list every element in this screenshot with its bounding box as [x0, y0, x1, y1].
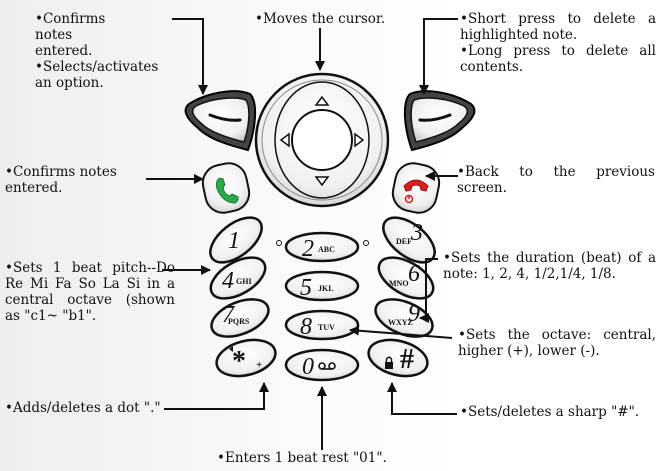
- key-1-label: 1: [228, 228, 240, 254]
- zero-key-note-text: •Enters 1 beat rest "01".: [217, 450, 387, 466]
- hash-key[interactable]: #: [365, 334, 431, 382]
- separator-dot: [276, 240, 282, 246]
- key-2-label: 2: [302, 236, 314, 262]
- right-soft-key[interactable]: [404, 90, 476, 152]
- star-key[interactable]: * +: [213, 334, 279, 382]
- hash-key-note: •Sets/deletes a sharp "#".: [460, 404, 656, 420]
- keys-3-6-9-note-text: •Sets the duration (beat) of a note: 1, …: [443, 250, 656, 282]
- arrow-left-soft-key: [172, 18, 208, 95]
- send-call-icon: [215, 177, 239, 204]
- key-6[interactable]: 6 MNO: [372, 249, 440, 307]
- send-key-note-text: •Confirms notes entered.: [5, 164, 117, 196]
- key-6-letters: MNO: [389, 279, 409, 288]
- keys-3-6-9-note: •Sets the duration (beat) of a note: 1, …: [443, 250, 656, 282]
- key-3[interactable]: 3 DEF: [376, 209, 443, 271]
- key-7-letters: PQRS: [228, 317, 250, 326]
- right-soft-key-note-line1: •Short press to delete a highlighted not…: [460, 11, 656, 43]
- lock-icon: [385, 356, 393, 369]
- zero-key-note: •Enters 1 beat rest "01".: [217, 450, 437, 466]
- nav-key-note-text: •Moves the cursor.: [255, 11, 386, 27]
- right-soft-key-note: •Short press to delete a highlighted not…: [460, 11, 656, 75]
- arrow-key-8: [349, 325, 453, 339]
- leader-lines: [146, 18, 458, 450]
- star-key-plus: +: [256, 359, 262, 371]
- key-4-letters: GHI: [236, 277, 252, 286]
- key-4-label: 4: [222, 268, 234, 294]
- key-6-label: 6: [408, 261, 420, 287]
- nav-key[interactable]: [254, 72, 390, 208]
- nav-right-icon: [354, 132, 365, 148]
- key-8[interactable]: 8 TUV: [284, 309, 360, 341]
- key-2[interactable]: 2 ABC: [284, 231, 360, 263]
- hash-key-note-text: •Sets/deletes a sharp "#".: [460, 404, 640, 420]
- key-7[interactable]: 7 PQRS: [206, 292, 274, 344]
- key-8-note-text: •Sets the octave: central, higher (+), l…: [458, 327, 656, 359]
- arrow-right-soft-key: [419, 18, 458, 95]
- voicemail-icon: [318, 362, 336, 370]
- arrow-hash-key: [387, 382, 457, 415]
- end-call-icon: [403, 179, 429, 192]
- left-soft-key-note-line2: •Selects/activates an option.: [35, 59, 159, 91]
- nav-up-icon: [314, 95, 330, 106]
- key-5-letters: JKL: [318, 284, 334, 293]
- nav-left-icon: [279, 132, 290, 148]
- zero-key[interactable]: 0: [284, 348, 360, 382]
- left-soft-key[interactable]: [184, 90, 256, 152]
- key-8-letters: TUV: [318, 323, 335, 332]
- star-key-label: *: [232, 346, 246, 377]
- star-key-note-text: •Adds/deletes a dot ".": [5, 400, 161, 416]
- keys-1-7-note-text: •Sets 1 beat pitch--Do Re Mi Fa So La Si…: [5, 260, 175, 324]
- hash-key-label: #: [400, 344, 414, 375]
- key-3-label: 3: [410, 220, 423, 246]
- end-key-note-text: •Back to the previous screen.: [457, 164, 655, 196]
- end-key[interactable]: [389, 160, 442, 216]
- key-5-label: 5: [300, 275, 312, 301]
- key-4[interactable]: 4 GHI: [204, 249, 272, 307]
- key-2-letters: ABC: [318, 245, 335, 254]
- key-7-label: 7: [222, 302, 235, 328]
- keys-1-7-note: •Sets 1 beat pitch--Do Re Mi Fa So La Si…: [5, 260, 175, 324]
- send-key-note: •Confirms notes entered.: [5, 164, 155, 196]
- end-key-note: •Back to the previous screen.: [457, 164, 655, 196]
- key-9-letters: WXYZ: [388, 318, 413, 327]
- key-8-note: •Sets the octave: central, higher (+), l…: [458, 327, 656, 359]
- left-soft-key-note-line1: •Confirms notes entered.: [35, 11, 106, 59]
- star-key-arrow-icon: [229, 346, 233, 352]
- key-5[interactable]: 5 JKL: [284, 270, 360, 302]
- arrow-keys-3-6-9: [419, 258, 438, 323]
- key-9-label: 9: [408, 301, 420, 327]
- nav-down-icon: [314, 176, 330, 187]
- left-soft-key-note: •Confirms notes entered. •Selects/activa…: [35, 11, 173, 91]
- zero-key-label: 0: [302, 354, 314, 380]
- arrow-star-key: [164, 382, 269, 410]
- key-1[interactable]: 1: [203, 209, 270, 271]
- send-key[interactable]: [199, 160, 252, 216]
- star-key-note: •Adds/deletes a dot ".": [5, 400, 165, 416]
- right-soft-key-note-line2: •Long press to delete all contents.: [460, 43, 656, 75]
- key-3-letters: DEF: [396, 237, 412, 246]
- separator-dot: [363, 240, 369, 246]
- nav-key-note: •Moves the cursor.: [255, 11, 415, 27]
- key-8-label: 8: [300, 314, 312, 340]
